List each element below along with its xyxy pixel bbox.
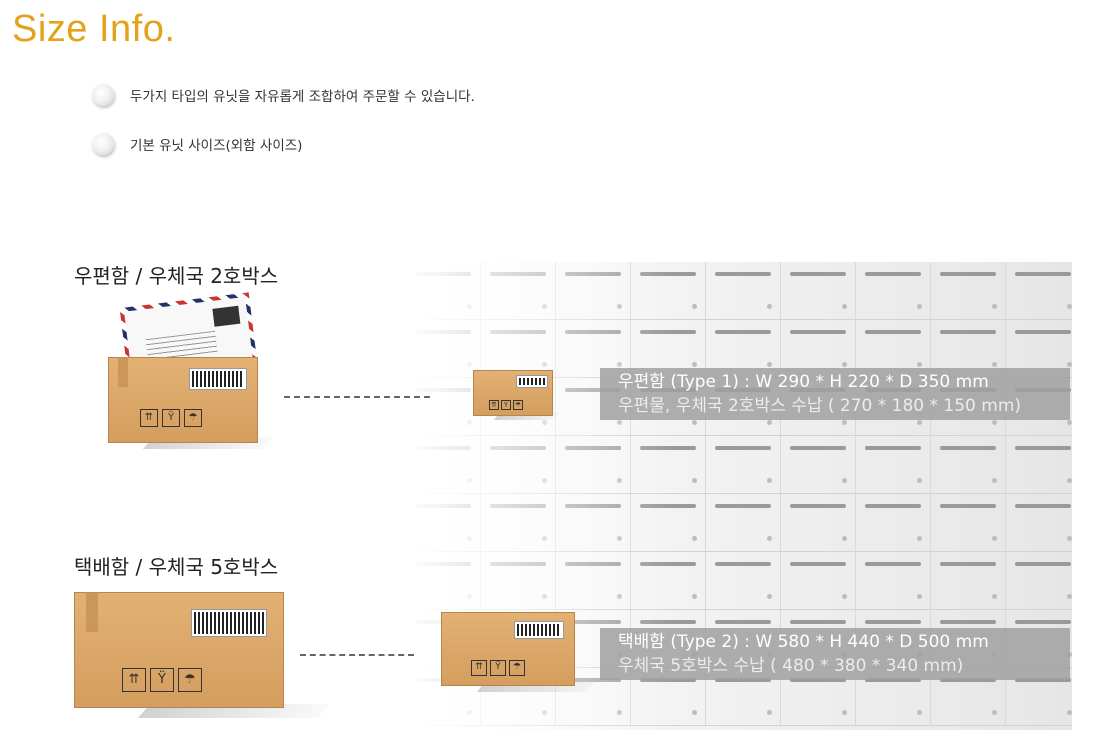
bullet-dot-icon <box>92 133 114 155</box>
box-tape <box>118 357 128 387</box>
up-arrows-icon: ⇈ <box>140 409 158 427</box>
type1-label: 우편함 / 우체국 2호박스 <box>74 264 279 288</box>
box-handling-icons: ⇈ Ÿ ☂ <box>471 660 525 676</box>
fragile-glass-icon: Ÿ <box>501 400 511 410</box>
bullet-text: 기본 유닛 사이즈(외함 사이즈) <box>130 138 303 154</box>
umbrella-icon: ☂ <box>513 400 523 410</box>
barcode-icon <box>517 376 547 387</box>
box-handling-icons: ⇈ Ÿ ☂ <box>489 400 523 410</box>
type1-spec-panel: 우편함 (Type 1) : W 290 * H 220 * D 350 mm … <box>600 368 1070 420</box>
box-handling-icons: ⇈ Ÿ ☂ <box>122 668 202 692</box>
fragile-glass-icon: Ÿ <box>162 409 180 427</box>
umbrella-icon: ☂ <box>184 409 202 427</box>
envelope-stamp-icon <box>212 305 241 327</box>
box-handling-icons: ⇈ Ÿ ☂ <box>140 409 202 427</box>
type2-note: 우체국 5호박스 수납 ( 480 * 380 * 340 mm) <box>618 656 964 676</box>
page-title: Size Info. <box>12 8 176 50</box>
up-arrows-icon: ⇈ <box>471 660 487 676</box>
fragile-glass-icon: Ÿ <box>490 660 506 676</box>
bullet-dot-icon <box>92 84 114 106</box>
type1-spec: 우편함 (Type 1) : W 290 * H 220 * D 350 mm <box>618 372 989 392</box>
box-tape <box>86 592 98 632</box>
bullet-unit-size: 기본 유닛 사이즈(외함 사이즈) <box>92 133 302 155</box>
small-box-in-locker: ⇈ Ÿ ☂ <box>473 370 561 420</box>
type2-label: 택배함 / 우체국 5호박스 <box>74 555 279 579</box>
type2-spec-panel: 택배함 (Type 2) : W 580 * H 440 * D 500 mm … <box>600 628 1070 680</box>
type2-spec: 택배함 (Type 2) : W 580 * H 440 * D 500 mm <box>618 632 989 652</box>
large-box-illustration: ⇈ Ÿ ☂ <box>74 592 330 718</box>
barcode-icon <box>192 610 266 636</box>
connector-line-type2 <box>300 654 414 656</box>
small-box-illustration: ⇈ Ÿ ☂ <box>108 357 274 449</box>
barcode-icon <box>515 622 563 638</box>
up-arrows-icon: ⇈ <box>122 668 146 692</box>
connector-line-type1 <box>284 396 430 398</box>
large-box-in-locker: ⇈ Ÿ ☂ <box>441 612 596 692</box>
umbrella-icon: ☂ <box>509 660 525 676</box>
up-arrows-icon: ⇈ <box>489 400 499 410</box>
bullet-text: 두가지 타입의 유닛을 자유롭게 조합하여 주문할 수 있습니다. <box>130 89 475 105</box>
bullet-combine-units: 두가지 타입의 유닛을 자유롭게 조합하여 주문할 수 있습니다. <box>92 84 475 106</box>
type1-note: 우편물, 우체국 2호박스 수납 ( 270 * 180 * 150 mm) <box>618 396 1022 416</box>
umbrella-icon: ☂ <box>178 668 202 692</box>
barcode-icon <box>190 369 246 389</box>
fragile-glass-icon: Ÿ <box>150 668 174 692</box>
